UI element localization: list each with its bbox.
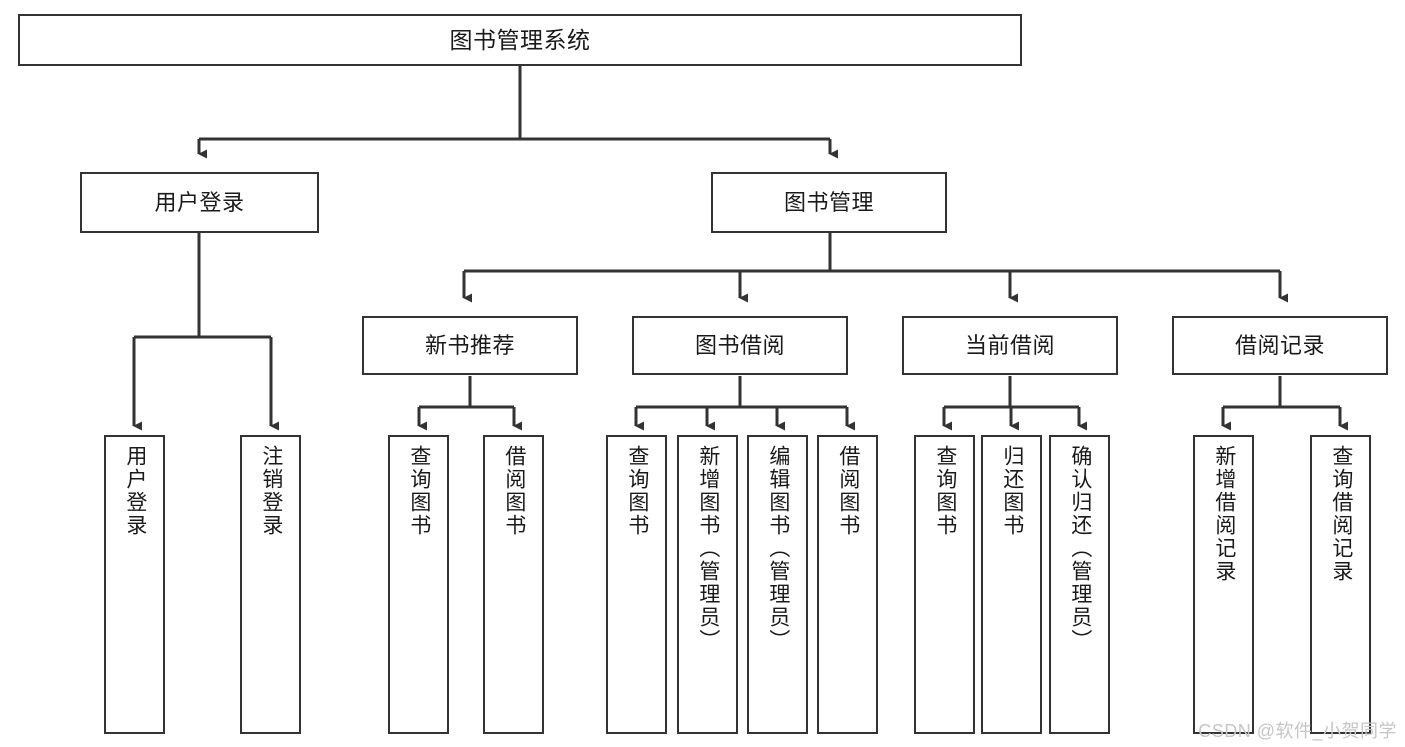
node-book-borrow[interactable]: 图书借阅 bbox=[632, 316, 848, 375]
leaf-record-add-label: 新增借阅记录 bbox=[1212, 445, 1236, 583]
leaf-current-query-book-label: 查询图书 bbox=[933, 445, 957, 537]
node-book-management[interactable]: 图书管理 bbox=[711, 172, 947, 233]
node-new-book-recommend[interactable]: 新书推荐 bbox=[362, 316, 578, 375]
node-user-login[interactable]: 用户登录 bbox=[80, 172, 319, 233]
node-book-management-label: 图书管理 bbox=[783, 189, 874, 215]
node-new-book-recommend-label: 新书推荐 bbox=[424, 332, 515, 358]
leaf-borrow-query-book[interactable]: 查询图书 bbox=[606, 435, 667, 734]
leaf-borrow-edit-book-label: 编辑图书（管理员） bbox=[766, 445, 790, 652]
leaf-user-login-login-label: 用户登录 bbox=[123, 445, 147, 537]
node-root-system-label: 图书管理系统 bbox=[449, 26, 591, 53]
leaf-new-book-query[interactable]: 查询图书 bbox=[388, 435, 449, 734]
leaf-user-login-login[interactable]: 用户登录 bbox=[104, 435, 165, 734]
leaf-current-confirm-return-label: 确认归还（管理员） bbox=[1068, 445, 1092, 652]
node-current-borrow[interactable]: 当前借阅 bbox=[902, 316, 1118, 375]
node-book-borrow-label: 图书借阅 bbox=[694, 332, 785, 358]
leaf-new-book-borrow[interactable]: 借阅图书 bbox=[483, 435, 544, 734]
leaf-user-login-logout-label: 注销登录 bbox=[259, 445, 283, 537]
node-root-system[interactable]: 图书管理系统 bbox=[18, 14, 1022, 66]
leaf-current-confirm-return[interactable]: 确认归还（管理员） bbox=[1049, 435, 1110, 734]
leaf-record-query-label: 查询借阅记录 bbox=[1329, 445, 1353, 583]
leaf-record-query[interactable]: 查询借阅记录 bbox=[1310, 435, 1371, 734]
leaf-borrow-add-book[interactable]: 新增图书（管理员） bbox=[677, 435, 738, 734]
leaf-borrow-query-book-label: 查询图书 bbox=[625, 445, 649, 537]
node-borrow-record-label: 借阅记录 bbox=[1234, 332, 1325, 358]
leaf-current-return-book[interactable]: 归还图书 bbox=[981, 435, 1042, 734]
node-borrow-record[interactable]: 借阅记录 bbox=[1172, 316, 1388, 375]
node-user-login-label: 用户登录 bbox=[154, 189, 245, 215]
leaf-current-return-book-label: 归还图书 bbox=[1000, 445, 1024, 537]
leaf-borrow-edit-book[interactable]: 编辑图书（管理员） bbox=[747, 435, 808, 734]
leaf-borrow-add-book-label: 新增图书（管理员） bbox=[696, 445, 720, 652]
leaf-new-book-query-label: 查询图书 bbox=[407, 445, 431, 537]
leaf-borrow-borrow-book-label: 借阅图书 bbox=[836, 445, 860, 537]
node-current-borrow-label: 当前借阅 bbox=[964, 332, 1055, 358]
csdn-watermark: CSDN @软件_小贺同学 bbox=[1198, 721, 1397, 741]
leaf-record-add[interactable]: 新增借阅记录 bbox=[1193, 435, 1254, 734]
leaf-borrow-borrow-book[interactable]: 借阅图书 bbox=[817, 435, 878, 734]
leaf-current-query-book[interactable]: 查询图书 bbox=[914, 435, 975, 734]
leaf-user-login-logout[interactable]: 注销登录 bbox=[240, 435, 301, 734]
leaf-new-book-borrow-label: 借阅图书 bbox=[502, 445, 526, 537]
